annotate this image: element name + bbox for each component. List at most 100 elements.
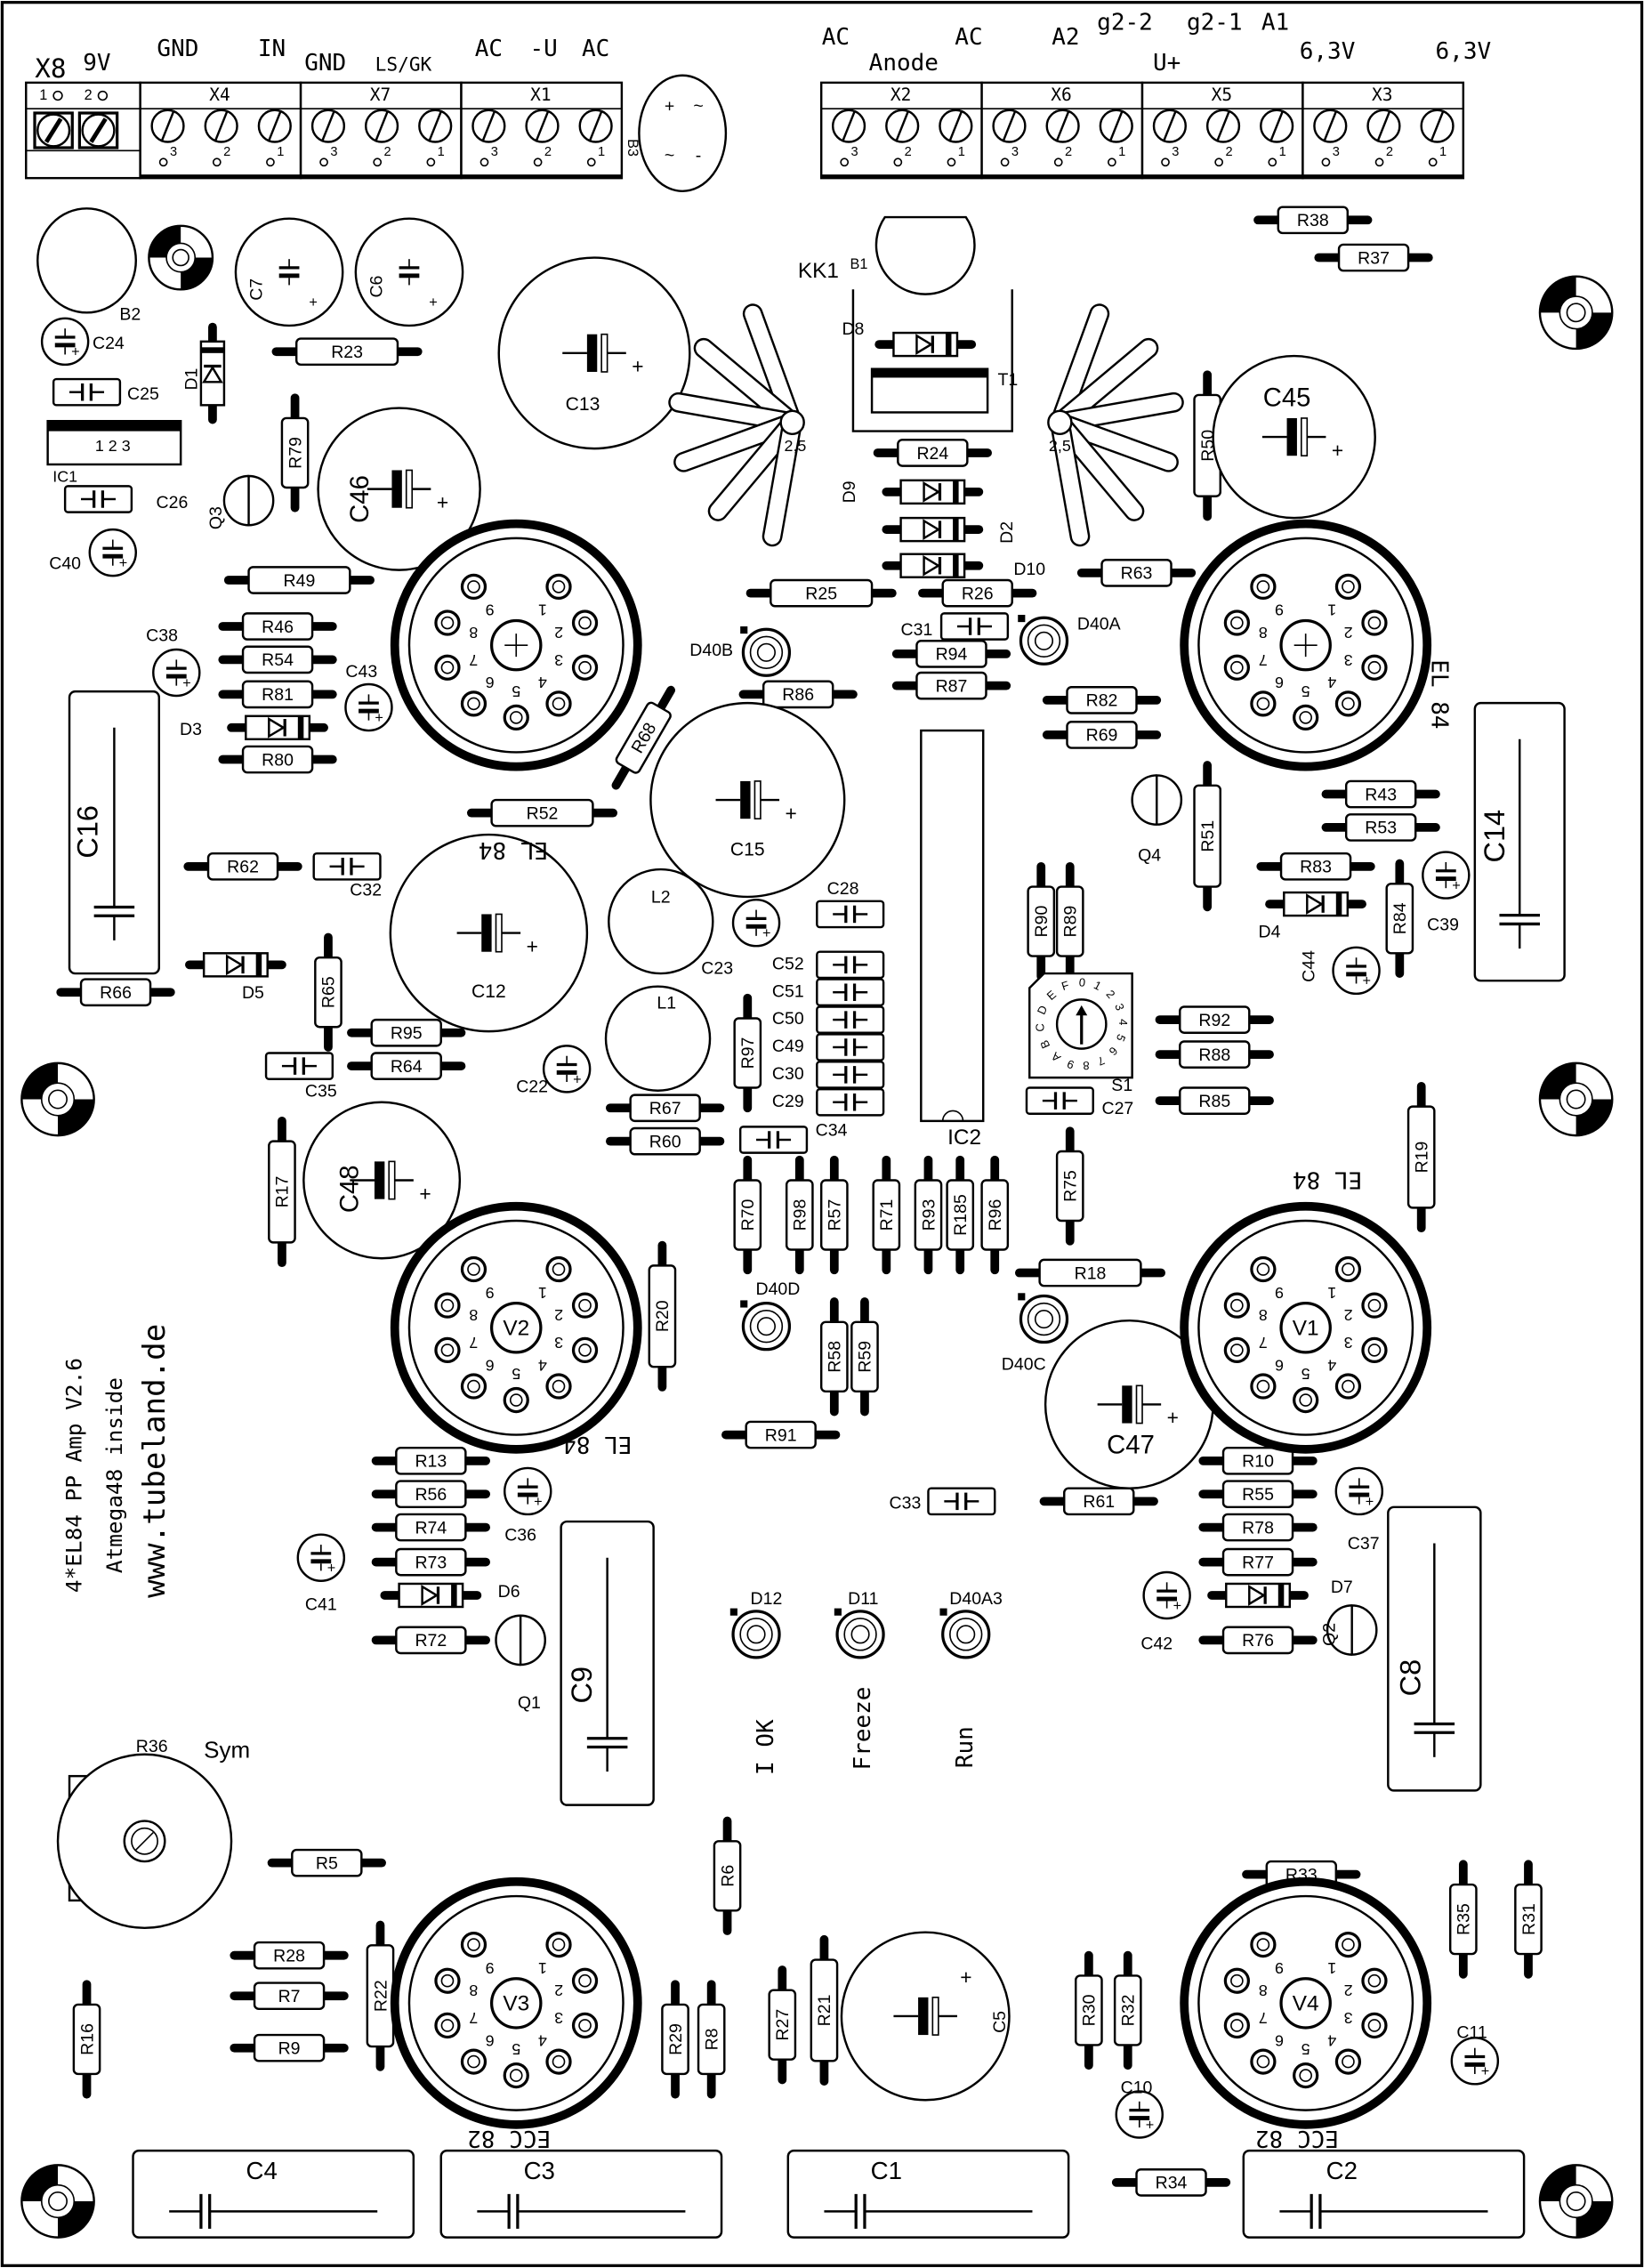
resistor-label: R87 — [936, 676, 968, 696]
film-capacitor-large: C3 — [439, 2149, 723, 2239]
capacitor-label: C5 — [990, 2011, 1010, 2033]
led-label: D11 — [848, 1589, 878, 1609]
label-ic2: IC2 — [947, 1126, 981, 1150]
capacitor-label: C3 — [524, 2157, 555, 2184]
resistor: R98 — [785, 1155, 814, 1275]
resistor-label: R55 — [1242, 1485, 1274, 1505]
electrolytic-capacitor: + — [1332, 946, 1381, 996]
resistor: R32 — [1113, 1950, 1142, 2070]
resistor: R77 — [1198, 1547, 1318, 1577]
resistor-label: R59 — [856, 1341, 875, 1373]
resistor-label: R53 — [1365, 819, 1397, 838]
polarity-plus: + — [429, 295, 438, 311]
resistor: R59 — [850, 1297, 879, 1416]
resistor-label: R83 — [1300, 858, 1332, 877]
resistor: R88 — [1155, 1040, 1274, 1069]
capacitor-label: C45 — [1263, 384, 1311, 413]
screw-pin-number: 3 — [1172, 145, 1179, 159]
led-label: D40A — [1077, 615, 1121, 634]
resistor-label: R58 — [826, 1341, 845, 1373]
mounting-hole-icon — [1538, 1061, 1614, 1137]
connector-pin-label: Anode — [869, 50, 939, 77]
tube-pin-number: 9 — [1275, 601, 1284, 619]
led-label: D12 — [751, 1589, 783, 1609]
connector-pin-label: AC — [955, 24, 982, 51]
resistor-label: R16 — [77, 2023, 97, 2055]
electrolytic-capacitor: + — [88, 528, 137, 577]
tube-pin-number: 3 — [554, 1334, 563, 1352]
mounting-hole-icon — [20, 2164, 95, 2239]
capacitor-label: C28 — [827, 879, 859, 899]
resistor-label: R29 — [666, 2023, 686, 2055]
capacitor-label: C23 — [701, 958, 733, 978]
resistor-label: R22 — [371, 1980, 391, 2012]
capacitor-label: C8 — [1395, 1659, 1427, 1697]
resistor: R28 — [230, 1941, 349, 1970]
label-s1: S1 — [1111, 1076, 1132, 1095]
capacitor-label: C52 — [772, 954, 804, 973]
resistor-label: R84 — [1390, 902, 1410, 934]
resistor: R6 — [713, 1816, 742, 1935]
label-b3: B3 — [625, 139, 641, 157]
resistor: R71 — [872, 1155, 901, 1275]
resistor: R10 — [1198, 1446, 1318, 1475]
tube-pin-number: 1 — [538, 1284, 547, 1302]
resistor: R70 — [733, 1155, 762, 1275]
capacitor-label: C12 — [471, 981, 506, 1002]
electrolytic-capacitor-large: + — [497, 256, 691, 450]
polarity-plus: + — [419, 1182, 431, 1205]
terminal-block-label: X4 — [209, 85, 230, 105]
transistor-label: Q3 — [206, 506, 226, 529]
resistor-label: R80 — [262, 750, 294, 770]
electrolytic-capacitor-large: + — [302, 1101, 462, 1260]
capacitor-label: C30 — [772, 1064, 804, 1084]
led-label: D40C — [1002, 1355, 1046, 1375]
label-b1: B1 — [850, 256, 868, 272]
diode — [874, 331, 977, 358]
resistor: R16 — [72, 1980, 101, 2099]
terminal-block-label: X5 — [1212, 85, 1232, 105]
resistor: R46 — [218, 612, 337, 641]
connector-pin-label: 9V — [83, 50, 110, 77]
resistor: R22 — [366, 1920, 395, 2071]
resistor: R87 — [891, 671, 1011, 700]
screw-pin-number: 2 — [905, 145, 912, 159]
resistor-label: R89 — [1061, 906, 1081, 938]
resistor-label: R9 — [278, 2038, 301, 2058]
resistor-label: R95 — [391, 1024, 423, 1044]
label-b2: B2 — [119, 305, 141, 325]
tube-pin-number: 3 — [554, 2009, 563, 2027]
led-label: D40A3 — [949, 1589, 1003, 1609]
polarity-plus: + — [527, 934, 538, 957]
resistor-label: R31 — [1519, 1903, 1539, 1935]
capacitor-label: C10 — [1121, 2078, 1153, 2097]
electrolytic-capacitor: + — [1450, 2037, 1500, 2086]
resistor: R26 — [918, 578, 1037, 608]
transistor-t1: T1 — [870, 367, 1018, 414]
resistor-label: R85 — [1198, 1092, 1230, 1111]
resistor-label: R30 — [1080, 1994, 1100, 2026]
resistor-label: R38 — [1297, 211, 1329, 230]
capacitor-label: C1 — [871, 2157, 902, 2184]
resistor-label: R88 — [1198, 1045, 1230, 1065]
resistor-label: R7 — [278, 1987, 301, 2006]
led — [740, 626, 792, 677]
led-caption-freeze: Freeze — [850, 1687, 876, 1771]
connector-pin-label: 6,3V — [1300, 38, 1356, 65]
label-t1: T1 — [997, 370, 1018, 390]
connector-pin-label: LS/GK — [375, 52, 432, 75]
tube-pin-number: 9 — [486, 601, 495, 619]
tube-type-label: EL 84 — [1293, 1166, 1362, 1192]
resistor: R25 — [745, 578, 897, 608]
resistor: R27 — [768, 1965, 797, 2085]
capacitor-label: C39 — [1427, 916, 1459, 935]
resistor-label: R90 — [1032, 906, 1052, 938]
resistor: R55 — [1198, 1480, 1318, 1509]
inductor-l1: L1 — [604, 985, 712, 1092]
tube-pin-number: 9 — [486, 1959, 495, 1977]
